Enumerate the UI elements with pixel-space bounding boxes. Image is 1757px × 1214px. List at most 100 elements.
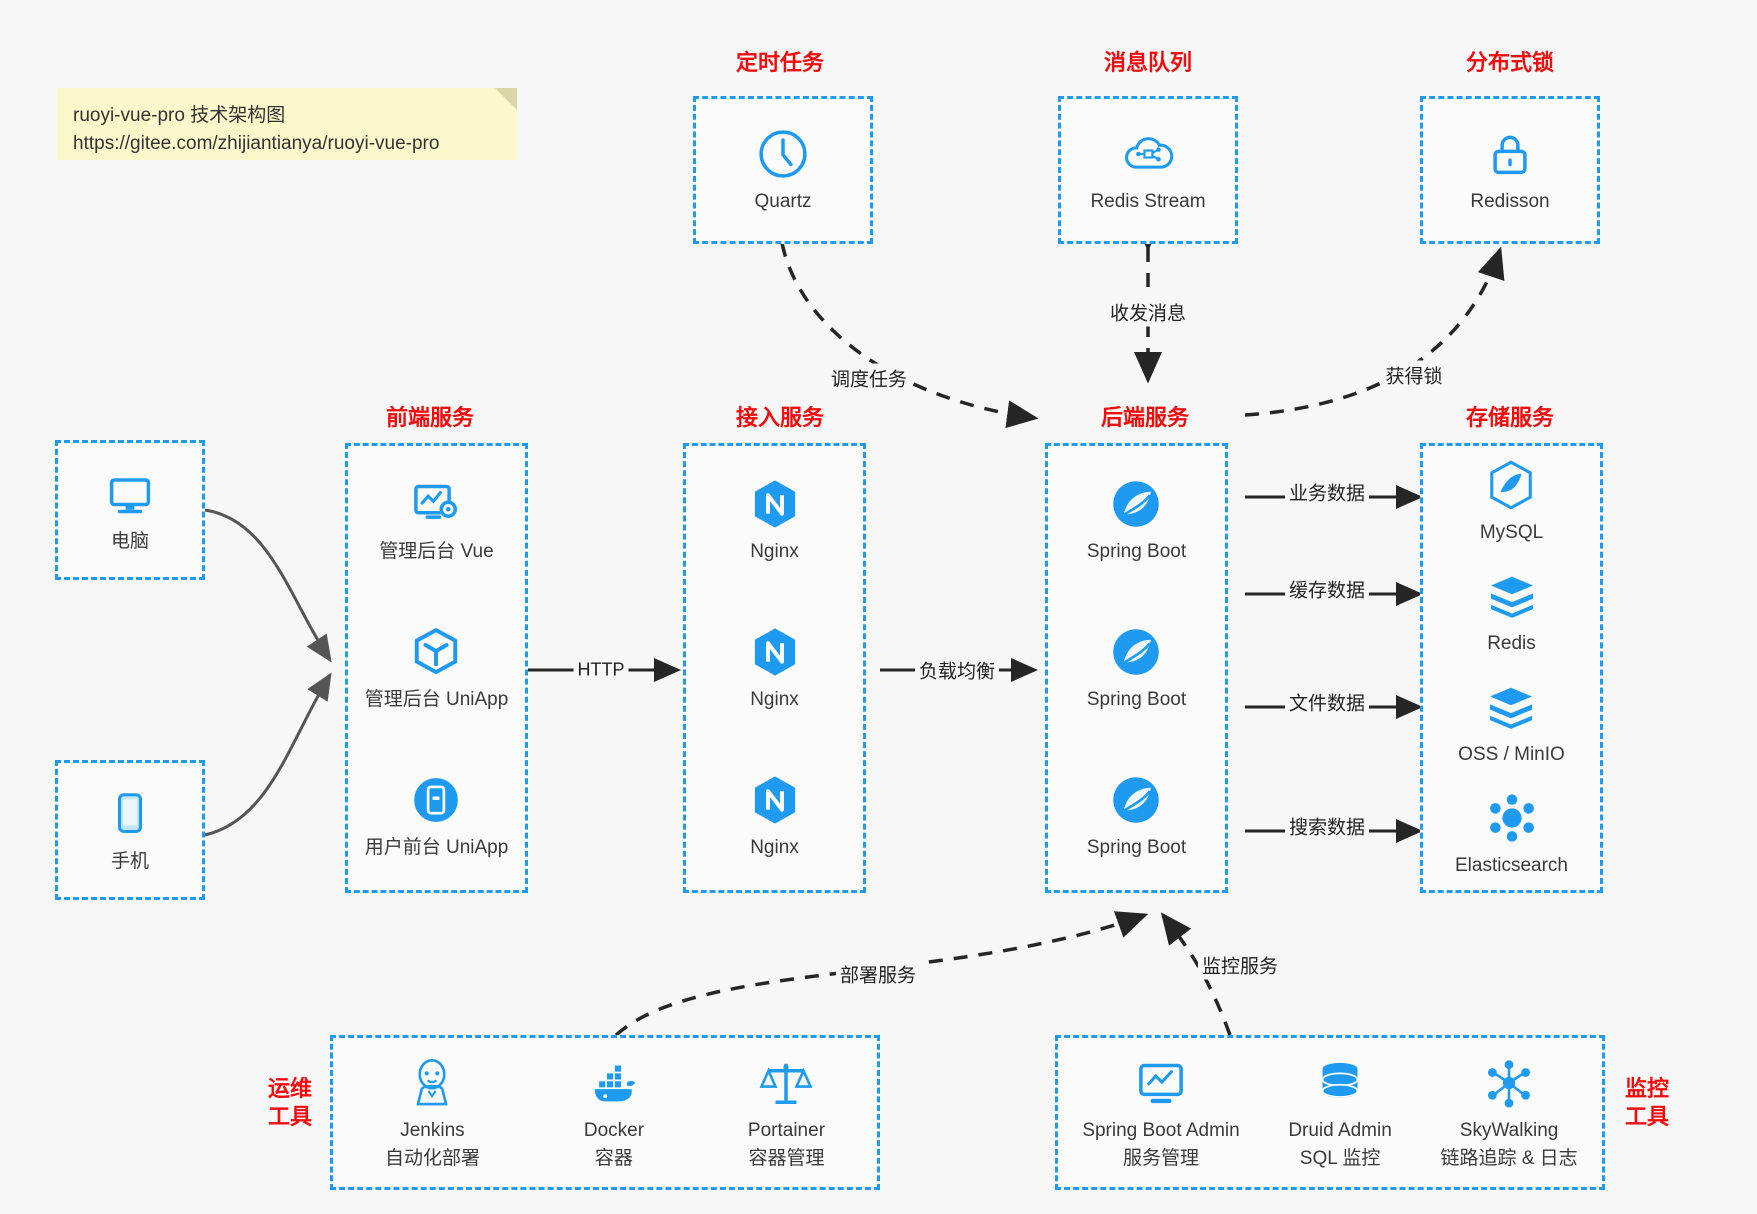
node-user-uniapp[interactable]: 用户前台 UniApp [364,772,509,861]
node-oss-minio[interactable]: OSS / MinIO [1458,679,1565,768]
mobile-app-icon [408,772,464,828]
docker-icon [586,1055,642,1111]
edge-label-send-receive-msg: 收发消息 [1105,297,1191,327]
node-nginx-3[interactable]: Nginx [747,772,803,861]
devops-title-line1: 运维 [267,1076,312,1101]
node-sublabel: 服务管理 [1122,1148,1199,1170]
node-label: Nginx [750,688,799,710]
node-spring-boot-1[interactable]: Spring Boot [1087,476,1186,565]
node-mysql[interactable]: MySQL [1480,457,1543,546]
section-title-gateway: 接入服务 [735,405,824,430]
node-sublabel: 容器管理 [748,1148,825,1170]
edge-label-load-balance: 负载均衡 [914,655,1000,685]
note-fold-icon [495,88,517,110]
node-label: Druid Admin [1288,1119,1392,1141]
node-spring-boot-admin[interactable]: Spring Boot Admin 服务管理 [1082,1055,1240,1171]
spring-boot-icon [1108,772,1164,828]
redis-icon [1484,568,1540,624]
node-quartz[interactable]: Quartz [754,126,812,215]
section-title-scheduled-task: 定时任务 [735,50,824,75]
section-title-frontend: 前端服务 [385,405,474,430]
node-label: Portainer [747,1119,826,1141]
edge-label-schedule-task: 调度任务 [826,363,912,393]
section-scheduled-task: Quartz [693,96,873,244]
edge-label-acquire-lock: 获得锁 [1381,360,1447,390]
node-label: Spring Boot [1086,836,1187,858]
devops-title-line2: 工具 [267,1103,312,1129]
node-label: Redisson [1470,190,1550,212]
node-spring-boot-3[interactable]: Spring Boot [1087,772,1186,861]
oss-icon [1483,679,1539,735]
node-redis-stream[interactable]: Redis Stream [1090,126,1206,215]
node-admin-uniapp[interactable]: 管理后台 UniApp [364,624,509,713]
node-label: SkyWalking [1459,1119,1559,1141]
section-frontend: 管理后台 Vue 管理后台 UniApp 用户前台 UniApp [345,443,528,893]
nginx-icon [747,624,803,680]
node-redis[interactable]: Redis [1484,568,1540,657]
cube-icon [408,624,464,680]
node-nginx-1[interactable]: Nginx [747,476,803,565]
node-sublabel: 容器 [594,1148,633,1170]
lock-icon [1482,126,1538,182]
section-title-monitor: 监控 工具 [1612,1075,1682,1130]
node-label: OSS / MinIO [1458,744,1565,766]
node-label: Spring Boot [1086,688,1187,710]
jenkins-icon [404,1055,460,1111]
section-title-storage: 存储服务 [1465,405,1554,430]
node-spring-boot-2[interactable]: Spring Boot [1087,624,1186,713]
section-title-devops: 运维 工具 [255,1075,325,1130]
node-label: MySQL [1479,522,1544,544]
node-label: Redis Stream [1090,190,1206,212]
monitor-title-line2: 工具 [1624,1103,1669,1129]
skywalking-icon [1481,1055,1537,1111]
section-message-queue: Redis Stream [1058,96,1238,244]
nginx-icon [747,772,803,828]
dashboard-gear-icon [408,476,464,532]
section-title-backend: 后端服务 [1100,405,1189,430]
spring-boot-icon [1108,476,1164,532]
note-title: ruoyi-vue-pro 技术架构图 [73,105,286,126]
monitor-chart-icon [1133,1055,1189,1111]
node-druid-admin[interactable]: Druid Admin SQL 监控 [1288,1055,1392,1171]
node-docker[interactable]: Docker 容器 [584,1055,644,1171]
node-phone[interactable]: 手机 [102,786,158,875]
node-nginx-2[interactable]: Nginx [747,624,803,713]
node-label: Redis [1487,633,1536,655]
node-desktop[interactable]: 电脑 [102,466,158,555]
monitor-title-line1: 监控 [1624,1076,1669,1101]
edge-label-business-data: 业务数据 [1284,477,1370,507]
node-label: Spring Boot Admin [1082,1119,1240,1141]
node-elasticsearch[interactable]: Elasticsearch [1455,790,1568,879]
section-title-distributed-lock: 分布式锁 [1465,50,1554,75]
cloud-node-icon [1120,126,1176,182]
desktop-icon [102,466,158,522]
node-skywalking[interactable]: SkyWalking 链路追踪 & 日志 [1440,1055,1578,1171]
node-label: Docker [583,1119,645,1141]
node-label: Elasticsearch [1455,855,1568,877]
client-desktop-box: 电脑 [55,440,205,580]
node-admin-vue[interactable]: 管理后台 Vue [379,476,494,565]
node-sublabel: 自动化部署 [384,1148,480,1170]
node-label: Nginx [750,540,799,562]
node-portainer[interactable]: Portainer 容器管理 [748,1055,825,1171]
edge-label-deploy-service: 部署服务 [835,959,921,989]
database-icon [1312,1055,1368,1111]
node-sublabel: SQL 监控 [1299,1148,1381,1170]
note-url: https://gitee.com/zhijiantianya/ruoyi-vu… [73,132,440,154]
node-label: 用户前台 UniApp [364,836,509,858]
node-label: 管理后台 Vue [379,540,494,562]
section-backend: Spring Boot Spring Boot Spring Boot [1045,443,1228,893]
note-card: ruoyi-vue-pro 技术架构图 https://gitee.com/zh… [57,88,517,160]
node-jenkins[interactable]: Jenkins 自动化部署 [385,1055,480,1171]
elasticsearch-icon [1484,790,1540,846]
section-devops: Jenkins 自动化部署 Docker 容器 Portainer 容器管理 [330,1035,880,1190]
node-label: 管理后台 UniApp [364,688,509,710]
section-storage: MySQL Redis OSS / MinIO Elasticsearch [1420,443,1603,893]
edge-label-monitor-service: 监控服务 [1197,950,1283,980]
node-redisson[interactable]: Redisson [1470,126,1550,215]
node-label: 手机 [110,850,149,872]
node-label: 电脑 [110,530,149,552]
node-sublabel: 链路追踪 & 日志 [1440,1148,1578,1170]
edge-label-http: HTTP [573,658,629,682]
